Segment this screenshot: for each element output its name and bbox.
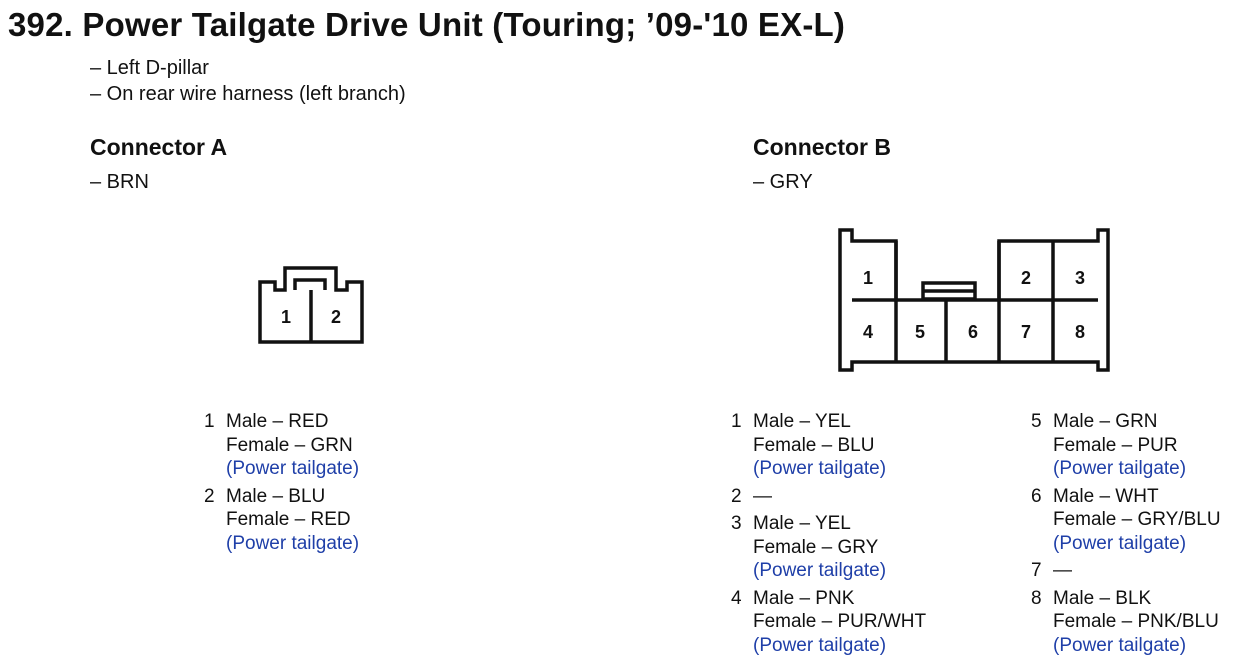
female-wire: Female – PNK/BLU (1053, 611, 1219, 632)
unused-pin-dash: — (1053, 560, 1072, 581)
female-wire: Female – BLU (753, 434, 875, 456)
male-wire: Male – BLK (1053, 587, 1152, 609)
cavity-6-label: 6 (968, 322, 978, 342)
pin-entry: 5 Male – GRN Female – PUR (Power tailgat… (1031, 410, 1221, 481)
female-wire: Female – RED (226, 509, 351, 530)
connector-a-pin-list: 1 Male – RED Female – GRN (Power tailgat… (204, 410, 359, 559)
pin-entry: 7 — (1031, 559, 1221, 583)
cavity-1-label: 1 (281, 307, 291, 327)
male-wire: Male – PNK (753, 587, 855, 609)
female-wire: Female – GRN (226, 434, 353, 456)
circuit-label: (Power tailgate) (1053, 634, 1187, 656)
location-note: – Left D-pillar (90, 57, 209, 79)
pin-entry: 1 Male – YEL Female – BLU (Power tailgat… (731, 410, 926, 481)
circuit-label: (Power tailgate) (226, 458, 360, 479)
pin-entry: 3 Male – YEL Female – GRY (Power tailgat… (731, 512, 926, 583)
female-wire: Female – PUR (1053, 434, 1178, 456)
circuit-label: (Power tailgate) (226, 532, 360, 554)
connector-b-diagram: 1 2 3 4 5 6 7 8 (838, 228, 1110, 372)
harness-note: – On rear wire harness (left branch) (90, 83, 406, 105)
connector-b-title: Connector B (753, 134, 891, 160)
pin-number: 2 (731, 485, 742, 507)
connector-a-lock-tab (293, 278, 327, 290)
cavity-3-label: 3 (1075, 268, 1085, 288)
cavity-5-label: 5 (915, 322, 925, 342)
connector-a-color: – BRN (90, 171, 149, 193)
connector-a-housing (258, 266, 364, 344)
pin-entry: 6 Male – WHT Female – GRY/BLU (Power tai… (1031, 485, 1221, 556)
connector-a-diagram: 1 2 (258, 266, 364, 344)
male-wire: Male – WHT (1053, 485, 1159, 507)
circuit-label: (Power tailgate) (753, 634, 887, 656)
connector-b-pin-list-left: 1 Male – YEL Female – BLU (Power tailgat… (731, 410, 926, 661)
male-wire: Male – GRN (1053, 411, 1158, 432)
pin-number: 1 (204, 411, 215, 432)
female-wire: Female – GRY (753, 536, 879, 558)
pin-entry: 2 Male – BLU Female – RED (Power tailgat… (204, 485, 359, 556)
male-wire: Male – YEL (753, 513, 851, 534)
connector-b-pin-list-right: 5 Male – GRN Female – PUR (Power tailgat… (1031, 410, 1221, 661)
female-wire: Female – GRY/BLU (1053, 509, 1221, 530)
pin-entry: 8 Male – BLK Female – PNK/BLU (Power tai… (1031, 587, 1221, 658)
female-wire: Female – PUR/WHT (753, 611, 927, 632)
pin-number: 2 (204, 485, 215, 507)
cavity-2-label: 2 (331, 307, 341, 327)
male-wire: Male – BLU (226, 485, 326, 507)
connector-b-housing (838, 228, 1110, 372)
pin-number: 1 (731, 411, 742, 432)
circuit-label: (Power tailgate) (1053, 458, 1187, 479)
pin-number: 6 (1031, 485, 1042, 507)
cavity-2-label: 2 (1021, 268, 1031, 288)
pin-entry: 1 Male – RED Female – GRN (Power tailgat… (204, 410, 359, 481)
unused-pin-dash: — (753, 485, 772, 507)
pin-number: 8 (1031, 587, 1042, 609)
male-wire: Male – YEL (753, 411, 851, 432)
pin-number: 3 (731, 513, 742, 534)
connector-a-title: Connector A (90, 134, 228, 160)
cavity-4-label: 4 (863, 322, 873, 342)
pin-number: 5 (1031, 411, 1042, 432)
male-wire: Male – RED (226, 411, 329, 432)
pin-number: 7 (1031, 560, 1042, 581)
pin-number: 4 (731, 587, 742, 609)
connector-b-color: – GRY (753, 171, 813, 193)
circuit-label: (Power tailgate) (1053, 532, 1187, 554)
page-title: 392. Power Tailgate Drive Unit (Touring;… (8, 6, 846, 43)
cavity-8-label: 8 (1075, 322, 1085, 342)
pin-entry: 2 — (731, 485, 926, 509)
pin-entry: 4 Male – PNK Female – PUR/WHT (Power tai… (731, 587, 926, 658)
circuit-label: (Power tailgate) (753, 560, 887, 581)
cavity-7-label: 7 (1021, 322, 1031, 342)
cavity-1-label: 1 (863, 268, 873, 288)
circuit-label: (Power tailgate) (753, 458, 887, 479)
